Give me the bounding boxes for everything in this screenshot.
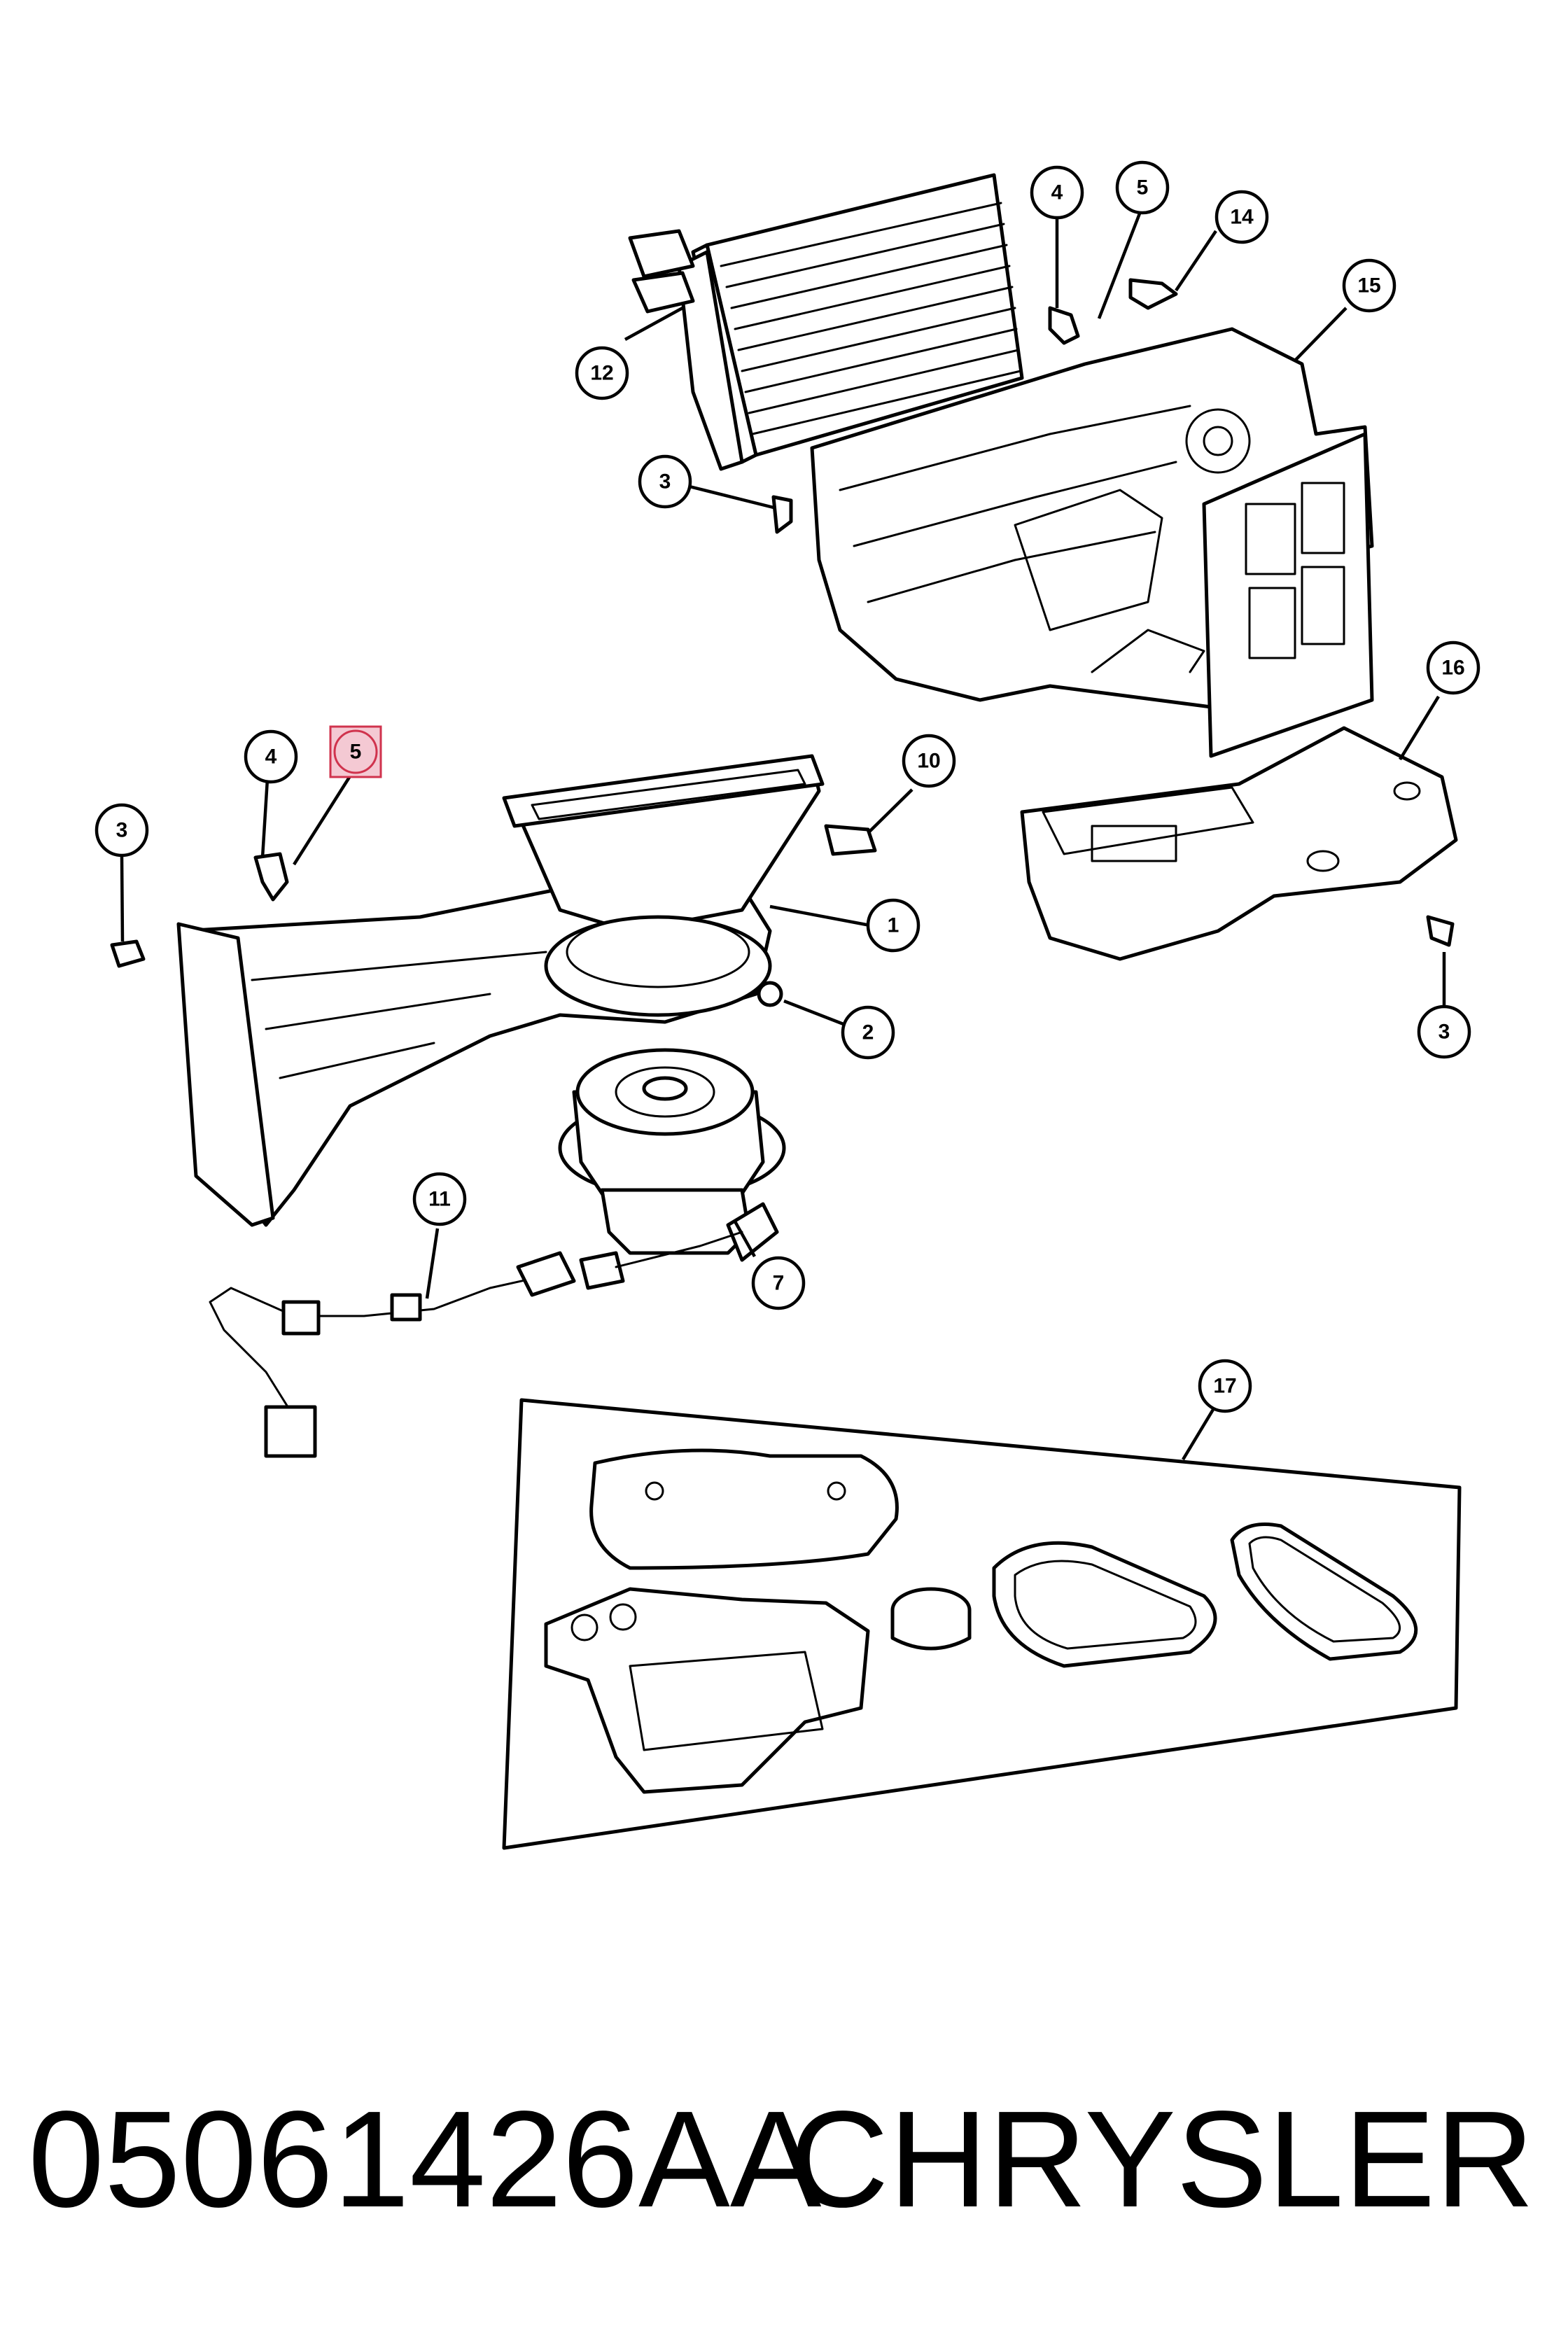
leader-lines <box>120 209 1446 1461</box>
svg-text:14: 14 <box>1230 206 1254 229</box>
svg-text:7: 7 <box>773 1272 785 1295</box>
callout-11: 11 <box>412 1172 467 1226</box>
heater-core <box>628 173 1024 471</box>
callout-5-top: 5 <box>1115 160 1170 215</box>
svg-text:3: 3 <box>659 470 671 493</box>
svg-text:11: 11 <box>428 1188 451 1211</box>
svg-text:17: 17 <box>1213 1375 1236 1398</box>
callout-10: 10 <box>902 734 956 788</box>
svg-text:16: 16 <box>1441 657 1464 680</box>
callout-16: 16 <box>1426 640 1480 695</box>
callout-15: 15 <box>1342 258 1396 313</box>
callout-3-right: 3 <box>1417 1004 1471 1059</box>
callout-12: 12 <box>575 346 629 400</box>
callout-2: 2 <box>841 1005 895 1060</box>
seal-kit <box>502 1398 1462 1850</box>
svg-text:10: 10 <box>917 750 940 773</box>
svg-text:5: 5 <box>1137 176 1149 200</box>
svg-text:4: 4 <box>1051 181 1063 204</box>
svg-text:12: 12 <box>590 362 613 385</box>
callout-7: 7 <box>751 1256 806 1310</box>
callout-4-left: 4 <box>244 729 298 784</box>
svg-text:3: 3 <box>1438 1021 1450 1044</box>
blower-housing <box>176 754 825 1227</box>
callout-3-top: 3 <box>638 454 692 509</box>
floor-distribution-duct <box>1020 726 1458 961</box>
callout-3-left: 3 <box>94 803 149 858</box>
blower-motor <box>558 1048 786 1262</box>
svg-text:1: 1 <box>888 914 899 937</box>
svg-text:15: 15 <box>1357 274 1380 298</box>
hardware-screws <box>110 278 1455 1007</box>
svg-text:4: 4 <box>265 746 277 769</box>
svg-text:5: 5 <box>350 741 362 764</box>
svg-text:3: 3 <box>116 819 128 842</box>
upper-heater-housing <box>810 327 1374 758</box>
part-number: 05061426AA <box>28 2082 822 2236</box>
wiring-harness <box>209 1231 743 1458</box>
callout-1: 1 <box>866 898 920 953</box>
callout-17: 17 <box>1198 1359 1252 1413</box>
callout-14: 14 <box>1214 190 1269 244</box>
callout-4-top: 4 <box>1030 165 1084 220</box>
brand-name: CHRYSLER <box>790 2082 1534 2236</box>
svg-text:2: 2 <box>862 1021 874 1044</box>
callout-5-highlighted[interactable]: 5 <box>329 725 382 778</box>
